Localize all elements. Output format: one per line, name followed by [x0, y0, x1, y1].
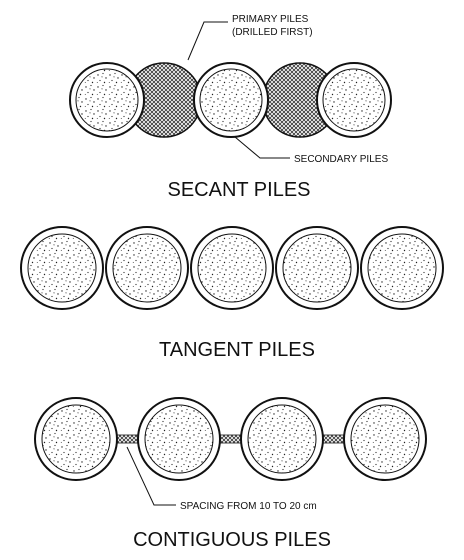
contiguous-pile	[240, 397, 324, 481]
spacing-fill	[219, 434, 242, 444]
primary-leader-line	[187, 21, 228, 61]
secondary-label: SECONDARY PILES	[294, 154, 388, 165]
primary-pile	[193, 62, 269, 138]
spacing-fill	[116, 434, 139, 444]
primary-label-line1: PRIMARY PILES	[232, 14, 309, 25]
secant-pile-group: PRIMARY PILES (DRILLED FIRST) SECONDARY …	[69, 14, 392, 201]
spacing-leader-line	[126, 446, 176, 506]
tangent-pile	[360, 226, 444, 310]
contiguous-title: CONTIGUOUS PILES	[133, 529, 331, 551]
tangent-pile	[275, 226, 359, 310]
contiguous-pile	[34, 397, 118, 481]
secant-title: SECANT PILES	[167, 179, 310, 201]
primary-pile	[69, 62, 145, 138]
primary-pile	[316, 62, 392, 138]
spacing-fill	[322, 434, 345, 444]
secondary-leader-line	[234, 136, 290, 159]
primary-label-line2: (DRILLED FIRST)	[232, 27, 313, 38]
tangent-pile	[20, 226, 104, 310]
tangent-pile-group: TANGENT PILES	[20, 226, 444, 361]
contiguous-pile	[343, 397, 427, 481]
tangent-pile	[190, 226, 274, 310]
spacing-label: SPACING FROM 10 TO 20 cm	[180, 501, 317, 512]
contiguous-pile-group: SPACING FROM 10 TO 20 cm CONTIGUOUS PILE…	[34, 397, 427, 551]
contiguous-pile	[137, 397, 221, 481]
tangent-title: TANGENT PILES	[159, 339, 315, 361]
tangent-pile	[105, 226, 189, 310]
